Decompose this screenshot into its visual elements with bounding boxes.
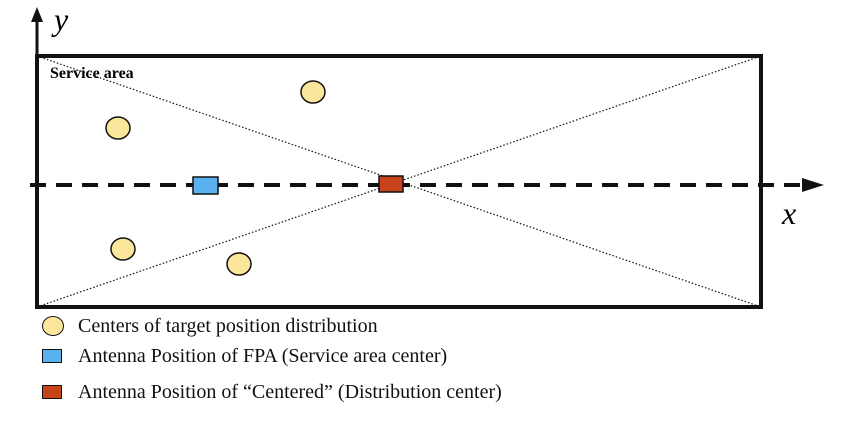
legend-label: Centers of target position distribution bbox=[78, 315, 378, 337]
target-center-marker bbox=[110, 237, 136, 261]
red-square-icon bbox=[42, 385, 62, 399]
target-center-marker bbox=[300, 80, 326, 104]
fpa-antenna-marker bbox=[192, 176, 219, 195]
y-axis-label: y bbox=[51, 1, 69, 37]
service-area-label: Service area bbox=[50, 65, 134, 82]
target-center-marker bbox=[105, 116, 131, 140]
legend-label: Antenna Position of “Centered” (Distribu… bbox=[78, 381, 502, 403]
yellow-circle-icon bbox=[42, 316, 64, 336]
legend-label: Antenna Position of FPA (Service area ce… bbox=[78, 345, 448, 367]
service-area-rect bbox=[35, 54, 763, 309]
y-axis-arrowhead bbox=[31, 7, 43, 22]
blue-square-icon bbox=[42, 349, 62, 363]
target-center-marker bbox=[226, 252, 252, 276]
x-axis-arrowhead bbox=[802, 178, 824, 192]
centered-antenna-marker bbox=[378, 175, 404, 193]
x-axis-label: x bbox=[781, 195, 796, 231]
